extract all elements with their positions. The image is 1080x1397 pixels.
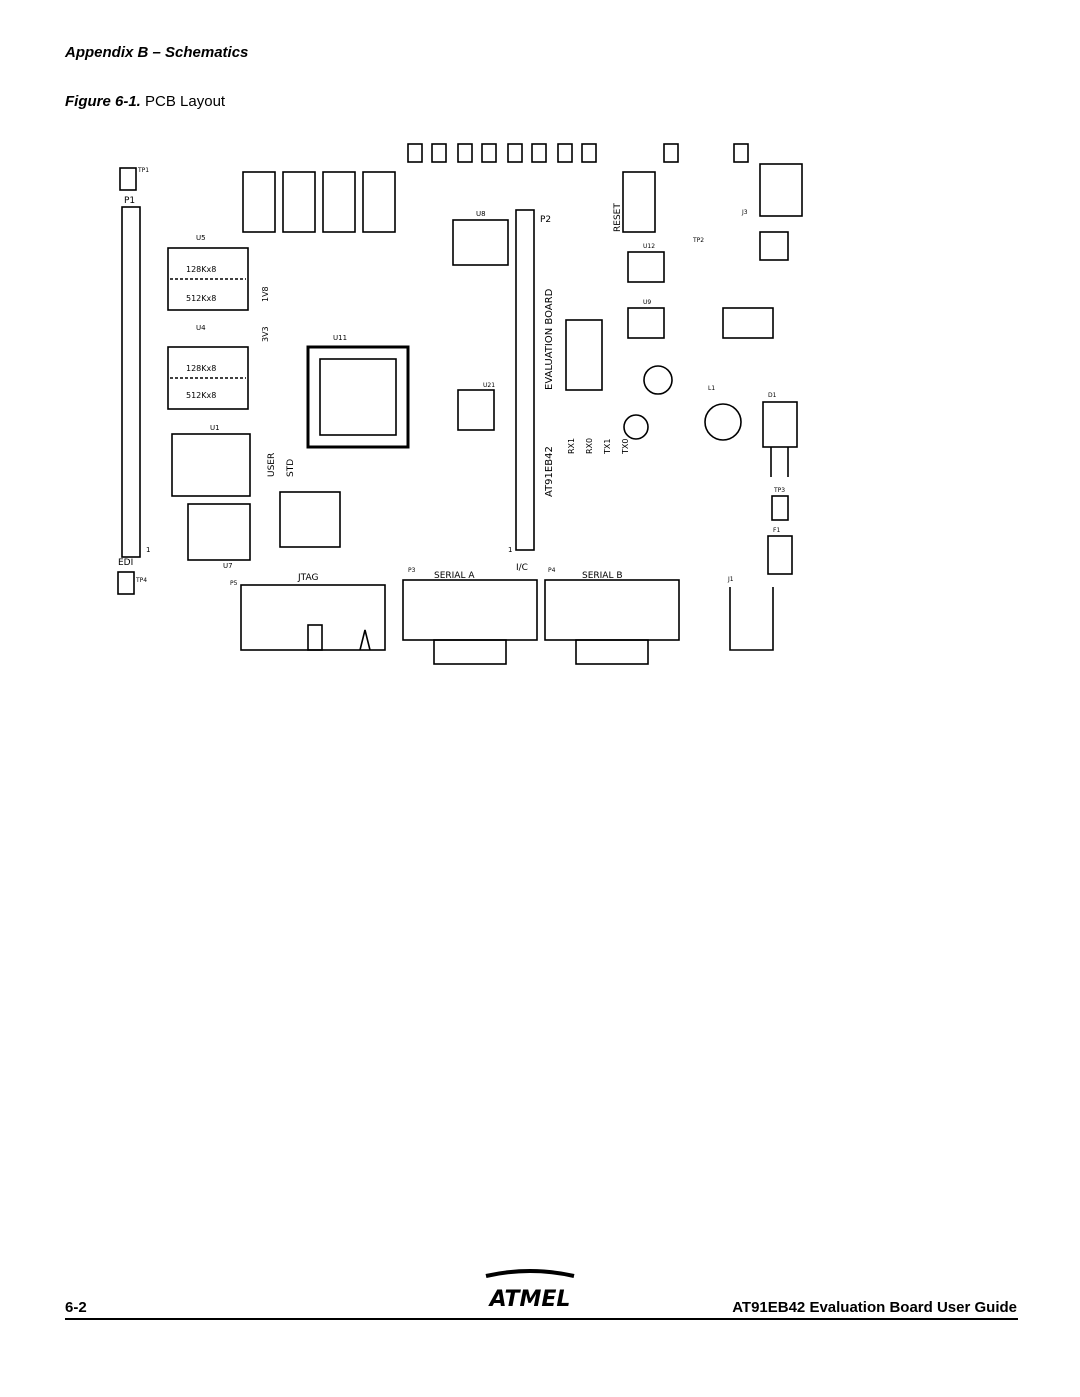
label-p5: P5 [230, 580, 238, 587]
label-mem2a: 128Kx8 [186, 364, 216, 373]
label-tx0: TX0 [621, 439, 630, 455]
label-pin-one-p2: 1 [508, 546, 512, 554]
section-title: Appendix B – Schematics [65, 44, 249, 61]
inductor-l1 [704, 403, 742, 441]
label-eval-board: EVALUATION BOARD [544, 288, 555, 390]
test-point-tp4 [117, 571, 135, 595]
label-u21: U21 [483, 382, 495, 389]
label-rx0: RX0 [585, 438, 594, 454]
label-mem1a: 128Kx8 [186, 265, 216, 274]
label-ic: I/C [516, 563, 528, 573]
label-jtag: JTAG [297, 573, 318, 583]
serial-b-connector [544, 579, 680, 641]
label-j1: J1 [727, 576, 734, 583]
label-u5: U5 [196, 234, 206, 242]
serial-a-connector [402, 579, 538, 641]
test-point-tp1 [119, 167, 137, 191]
label-rx1: RX1 [567, 438, 576, 454]
label-pin-one-left: 1 [146, 546, 150, 554]
label-u1: U1 [210, 424, 220, 432]
label-f1: F1 [773, 527, 780, 534]
page-number: 6-2 [65, 1299, 87, 1316]
label-serial-b: SERIAL B [582, 571, 623, 581]
label-mem1b: 512Kx8 [186, 294, 216, 303]
pcb-layout-figure: TP1 P1 EDI TP4 1 U5 128Kx8 512Kx8 U4 128… [108, 132, 808, 667]
label-tp2: TP2 [692, 237, 704, 244]
label-p3: P3 [408, 567, 416, 574]
chip-u19 [279, 491, 341, 548]
chip-u7 [187, 503, 251, 561]
label-edi: EDI [118, 558, 133, 568]
figure-label: Figure 6-1. [65, 93, 141, 110]
test-point-tp3 [771, 495, 789, 521]
document-title: AT91EB42 Evaluation Board User Guide [732, 1299, 1017, 1316]
chip-u21 [457, 389, 495, 431]
chip-u15 [722, 307, 774, 339]
led-row [407, 143, 749, 163]
jtag-connector [240, 584, 386, 651]
label-board-name: AT91EB42 [544, 446, 555, 497]
label-u8: U8 [476, 210, 486, 218]
label-u4: U4 [196, 324, 206, 332]
label-d1: D1 [768, 392, 777, 399]
regulator-d1 [762, 401, 798, 448]
label-tp3: TP3 [773, 487, 785, 494]
chip-u1 [171, 433, 251, 497]
logo-text: ATMEL [488, 1287, 571, 1312]
chip-u12 [627, 251, 665, 283]
test-point-tp2 [759, 231, 789, 261]
push-buttons [242, 171, 656, 233]
label-u12: U12 [643, 243, 655, 250]
chip-u9 [627, 307, 665, 339]
label-u11: U11 [333, 334, 347, 342]
label-p2: P2 [540, 215, 551, 225]
processor-u11 [306, 345, 410, 449]
label-tp4: TP4 [135, 577, 147, 584]
label-std: STD [286, 459, 296, 477]
chip-u16 [565, 319, 603, 391]
label-u7: U7 [223, 562, 233, 570]
capacitor-small [623, 414, 649, 440]
figure-caption-text: PCB Layout [145, 93, 226, 110]
label-serial-a: SERIAL A [434, 571, 475, 581]
label-user: USER [267, 453, 277, 477]
label-tp1: TP1 [137, 167, 149, 174]
label-p4: P4 [548, 567, 556, 574]
figure-caption: Figure 6-1. PCB Layout [65, 93, 225, 110]
label-3v3: 3V3 [261, 326, 270, 342]
label-tx1: TX1 [603, 439, 612, 455]
label-u9: U9 [643, 299, 651, 306]
label-l1: L1 [708, 385, 715, 392]
chip-u8 [452, 219, 509, 266]
memory-chip-u5 [167, 247, 249, 311]
label-j3: J3 [741, 209, 748, 216]
connector-p1 [121, 206, 141, 558]
label-p1: P1 [124, 196, 135, 206]
connector-j1 [729, 587, 774, 651]
footer-divider [65, 1318, 1018, 1320]
connector-p2 [515, 209, 535, 551]
fuse-f1 [767, 535, 793, 575]
atmel-logo: ATMEL [480, 1262, 580, 1318]
label-reset: RESET [613, 203, 623, 232]
jack-j3 [759, 163, 803, 217]
label-mem2b: 512Kx8 [186, 391, 216, 400]
capacitor-large [643, 365, 673, 395]
label-1v8: 1V8 [261, 286, 270, 302]
memory-chip-u4 [167, 346, 249, 410]
